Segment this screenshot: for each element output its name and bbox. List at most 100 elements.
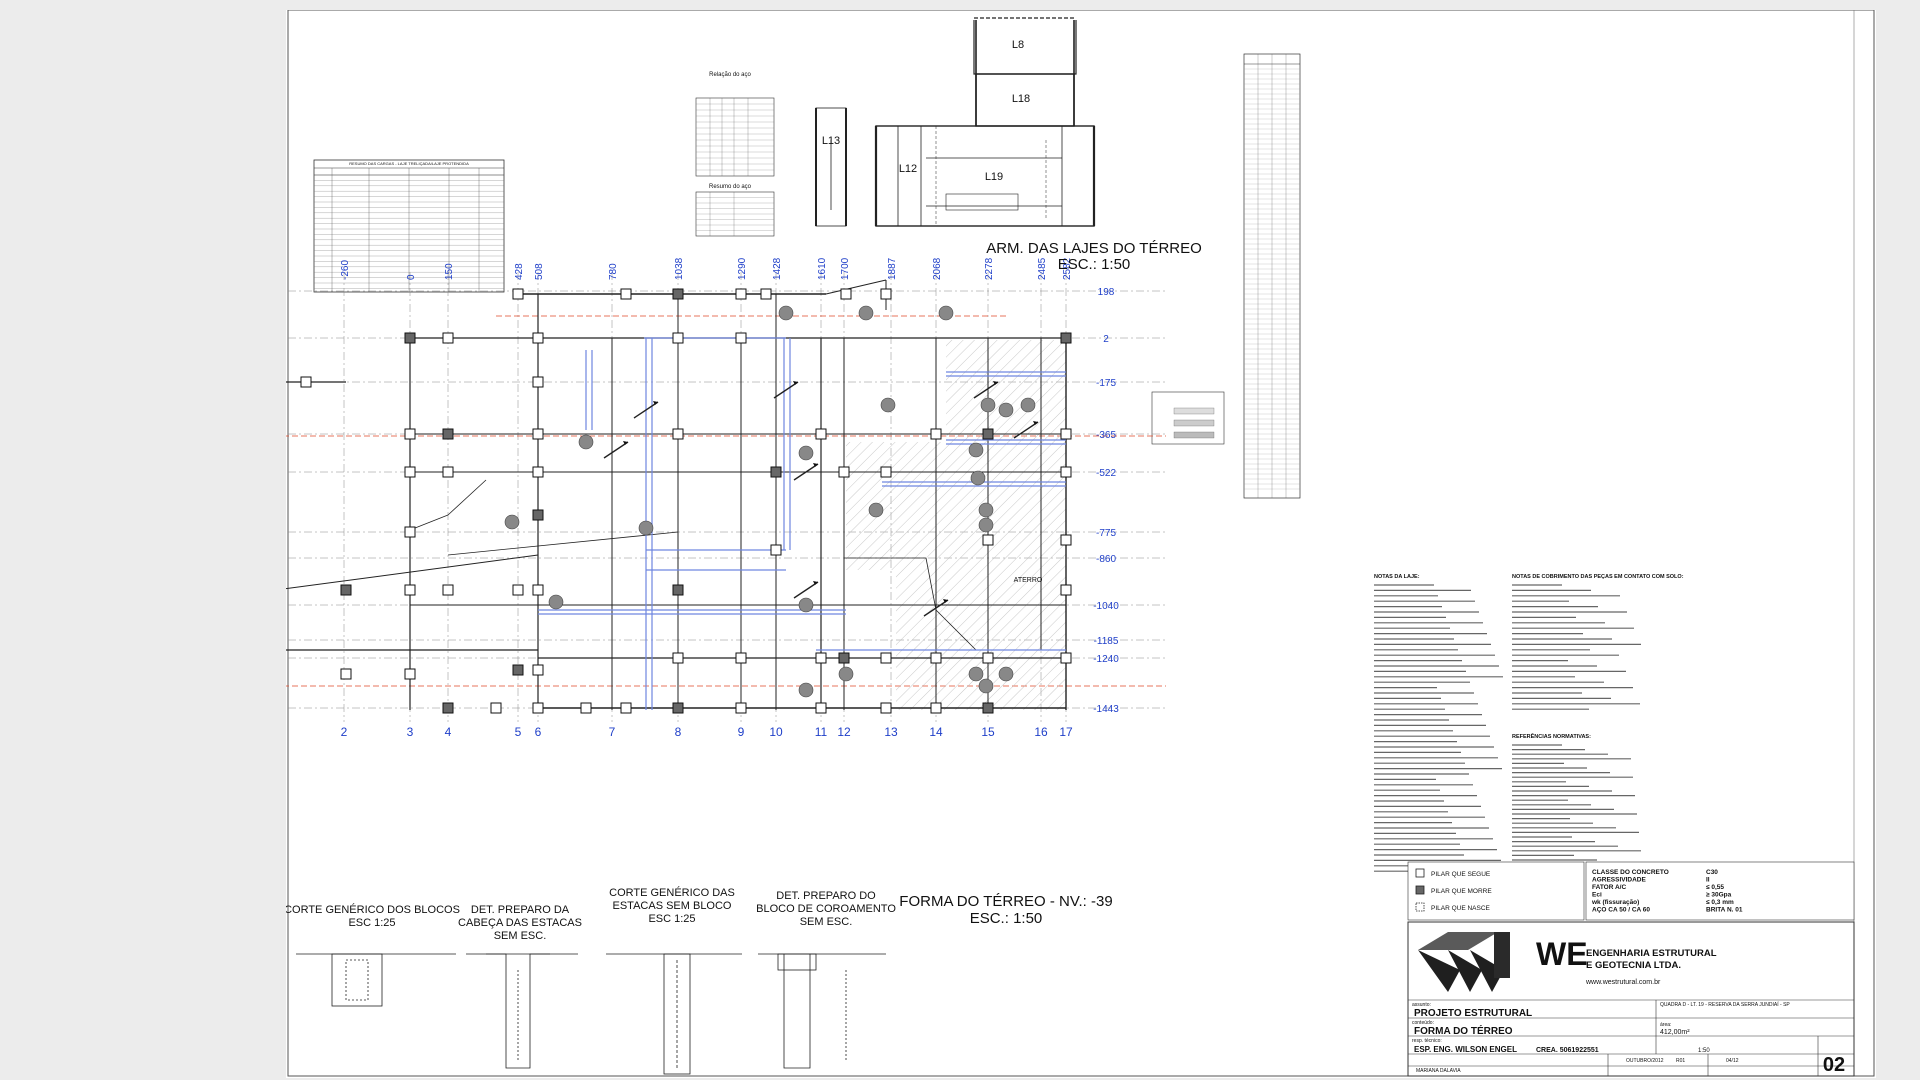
- right-level-value: 2: [1103, 334, 1109, 345]
- slab-label-l12: L12: [899, 163, 917, 175]
- right-level-value: -1240: [1093, 654, 1119, 665]
- detail4-title3: SEM ESC.: [800, 916, 853, 928]
- sheet-number: 02: [1823, 1054, 1845, 1076]
- detail3-title2: ESTACAS SEM BLOCO: [613, 900, 732, 912]
- pillar-legend: [1407, 861, 1585, 921]
- bottom-axis-number: 17: [1059, 725, 1073, 739]
- column-schedule-table: [1243, 53, 1301, 499]
- top-coordinate-labels: -515-26001504285087801038129014281610170…: [340, 257, 1073, 280]
- company-logo-icon: [1418, 932, 1510, 992]
- top-coord-label: 1887: [887, 257, 898, 280]
- detail-drawings: [296, 953, 886, 1075]
- top-coord-label: 2278: [984, 257, 995, 280]
- legend-pilar-morre: PILAR QUE MORRE: [1431, 888, 1492, 895]
- area-value: 412,00m²: [1660, 1029, 1690, 1036]
- desenho-value: MARIANA DALAVIA: [1416, 1068, 1461, 1074]
- resp-label: resp. técnico:: [1412, 1038, 1442, 1044]
- slab-reinforcement-plan: [874, 17, 1096, 227]
- bottom-axis-number: 4: [445, 725, 452, 739]
- top-coord-label: 2068: [932, 257, 943, 280]
- notes-header-lajes: NOTAS DA LAJE:: [1374, 574, 1420, 580]
- company-name-1: ENGENHARIA ESTRUTURAL: [1586, 948, 1717, 959]
- resp-value: ESP. ENG. WILSON ENGEL: [1414, 1045, 1517, 1054]
- assunto-value: PROJETO ESTRUTURAL: [1414, 1008, 1532, 1019]
- main-title: FORMA DO TÉRREO - NV.: -39: [899, 893, 1112, 910]
- detail2-title2: CABEÇA DAS ESTACAS: [458, 917, 582, 929]
- steel-summary-table: [695, 191, 775, 237]
- conteudo-label: conteúdo:: [1412, 1020, 1434, 1026]
- concrete-spec-value: ≤ 0,55: [1706, 884, 1724, 891]
- top-coord-label: 2485: [1037, 257, 1048, 280]
- crea-value: CREA. 5061922551: [1536, 1047, 1599, 1054]
- top-coord-label: 2582: [1062, 257, 1073, 280]
- structural-drawing: RESUMO DAS CARGAS - LAJE TRELIÇADA/LAJE …: [286, 10, 1875, 1077]
- right-level-value: -522: [1096, 468, 1116, 479]
- bottom-axis-number: 10: [769, 725, 783, 739]
- rev-value: R01: [1676, 1058, 1685, 1064]
- concrete-spec-label: AGRESSIVIDADE: [1592, 877, 1646, 884]
- loads-table: [313, 159, 505, 293]
- concrete-spec-value: C30: [1706, 869, 1718, 876]
- detail2-title3: SEM ESC.: [494, 930, 547, 942]
- detail1-title: CORTE GENÉRICO DOS BLOCOS: [286, 903, 460, 916]
- notes-column-right: [1512, 584, 1641, 861]
- bottom-axis-number: 6: [535, 725, 542, 739]
- concrete-spec-label: Eci: [1592, 892, 1602, 899]
- loads-table-title: RESUMO DAS CARGAS - LAJE TRELIÇADA/LAJE …: [349, 161, 469, 166]
- sheet-border: [287, 10, 1875, 1077]
- bottom-axis-number: 14: [929, 725, 943, 739]
- slab-label-l13: L13: [822, 135, 840, 147]
- slabs-scale: ESC.: 1:50: [1058, 256, 1131, 273]
- right-level-value: 198: [1098, 287, 1115, 298]
- bottom-axis-number: 3: [407, 725, 414, 739]
- concrete-spec-value: II: [1706, 877, 1710, 884]
- right-level-labels: 1982-175-365-522-775-860-1040-1185-1240-…: [1093, 287, 1119, 715]
- concrete-spec-label: AÇO CA 50 / CA 60: [1592, 907, 1650, 914]
- legend-pilar-nasce: PILAR QUE NASCE: [1431, 905, 1491, 912]
- bottom-axis-number: 11: [815, 725, 828, 739]
- right-level-value: -365: [1096, 430, 1116, 441]
- right-level-value: -860: [1096, 554, 1116, 565]
- folha-ref-value: 04/12: [1726, 1058, 1739, 1064]
- top-coord-label: 1428: [772, 257, 783, 280]
- slab-legend-box: [1151, 391, 1225, 445]
- right-level-value: -1185: [1094, 636, 1119, 647]
- bottom-axis-number: 12: [837, 725, 851, 739]
- company-name-2: E GEOTECNIA LTDA.: [1586, 960, 1681, 971]
- top-coord-label: 428: [514, 263, 525, 280]
- concrete-spec: [1585, 861, 1855, 921]
- concrete-spec-label: CLASSE DO CONCRETO: [1592, 869, 1669, 876]
- bottom-axis-number: 2: [341, 725, 348, 739]
- notes-column-left: [1374, 584, 1503, 872]
- concrete-spec-value: ≤ 0,3 mm: [1706, 899, 1734, 906]
- top-coord-label: 780: [608, 263, 619, 280]
- top-coord-label: -260: [340, 260, 351, 280]
- bottom-axis-number: 13: [884, 725, 898, 739]
- top-coord-label: 1700: [840, 257, 851, 280]
- drawing-sheet: RESUMO DAS CARGAS - LAJE TRELIÇADA/LAJE …: [286, 10, 1876, 1078]
- top-coord-label: 1610: [817, 257, 828, 280]
- company-logo-text: WE: [1536, 936, 1588, 972]
- slab-l13-detail: [815, 107, 847, 227]
- concrete-spec-value: ≥ 30Gpa: [1706, 892, 1732, 899]
- right-level-value: -775: [1096, 528, 1116, 539]
- slab-label-l18: L18: [1012, 93, 1030, 105]
- bottom-axis-number: 8: [675, 725, 682, 739]
- notes-header-referencias: REFERÊNCIAS NORMATIVAS:: [1512, 732, 1591, 740]
- bottom-axis-number: 16: [1034, 725, 1048, 739]
- detail3-title1: CORTE GENÉRICO DAS: [609, 886, 735, 899]
- area-label: área:: [1660, 1022, 1671, 1028]
- slabs-title: ARM. DAS LAJES DO TÉRREO: [986, 240, 1202, 257]
- bottom-axis-number: 9: [738, 725, 745, 739]
- concrete-spec-label: FATOR A/C: [1592, 884, 1626, 891]
- top-coord-label: 0: [406, 274, 417, 280]
- company-url: www.westrutural.com.br: [1585, 979, 1661, 986]
- right-level-value: -1443: [1093, 704, 1119, 715]
- resumo-title: Resumo do aço: [709, 184, 752, 190]
- aterro-label: ATERRO: [1014, 577, 1043, 584]
- slab-label-l19: L19: [985, 171, 1003, 183]
- legend-pilar-segue: PILAR QUE SEGUE: [1431, 871, 1491, 878]
- detail3-title3: ESC 1:25: [648, 913, 695, 925]
- relacao-title: Relação do aço: [709, 72, 751, 78]
- bottom-axis-numbers: 1234567891011121314151617: [341, 725, 1073, 739]
